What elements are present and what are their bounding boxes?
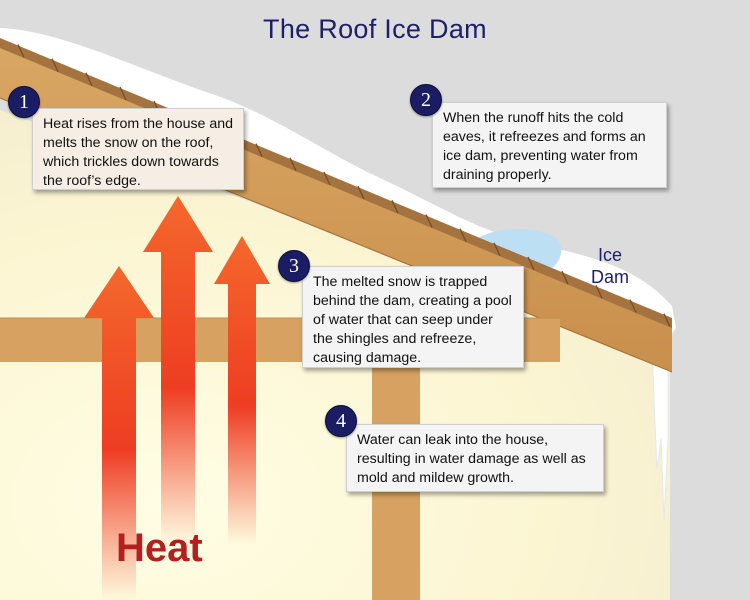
shingle-step xyxy=(85,72,93,87)
callout-2-text: When the runoff hits the cold eaves, it … xyxy=(443,110,646,183)
ice-dam-label: Ice Dam xyxy=(590,245,629,287)
ice-dam-shape xyxy=(478,229,562,268)
callout-3: The melted snow is trapped behind the da… xyxy=(302,266,524,368)
callout-3-text: The melted snow is trapped behind the da… xyxy=(313,274,512,366)
callout-3-badge: 3 xyxy=(278,250,310,282)
shingle-step xyxy=(51,58,59,72)
shingle-step xyxy=(561,270,569,285)
shingle-step xyxy=(425,214,433,228)
heat-arrow-middle xyxy=(143,196,213,545)
callout-1-text: Heat rises from the house and melts the … xyxy=(43,116,234,189)
shingle-step xyxy=(391,200,399,214)
shingle-step xyxy=(629,299,637,313)
callout-4-text: Water can leak into the house, resulting… xyxy=(357,432,586,486)
heat-arrow-left xyxy=(84,266,154,600)
shingle-steps xyxy=(17,44,671,327)
shingle-step xyxy=(357,185,365,200)
shingle-step xyxy=(119,86,127,101)
callout-2-badge: 2 xyxy=(410,84,442,116)
callout-4-badge: 4 xyxy=(325,405,357,437)
heat-label: Heat xyxy=(116,526,203,570)
heat-arrow-right xyxy=(214,236,270,545)
shingle-step xyxy=(663,313,671,327)
callout-4: Water can leak into the house, resulting… xyxy=(346,424,604,492)
shingle-step xyxy=(527,256,535,271)
callout-1-badge: 1 xyxy=(8,86,40,118)
shingle-step xyxy=(289,157,297,172)
shingle-step xyxy=(493,242,501,257)
callout-1: Heat rises from the house and melts the … xyxy=(32,108,244,190)
heat-arrows xyxy=(84,196,270,600)
shingle-step xyxy=(323,171,331,186)
shingle-step xyxy=(255,143,263,157)
shingle-step xyxy=(595,285,603,299)
diagram-title: The Roof Ice Dam xyxy=(263,14,487,44)
shingle-step xyxy=(459,228,467,242)
shingle-step xyxy=(17,44,25,58)
callout-2: When the runoff hits the cold eaves, it … xyxy=(432,102,667,188)
